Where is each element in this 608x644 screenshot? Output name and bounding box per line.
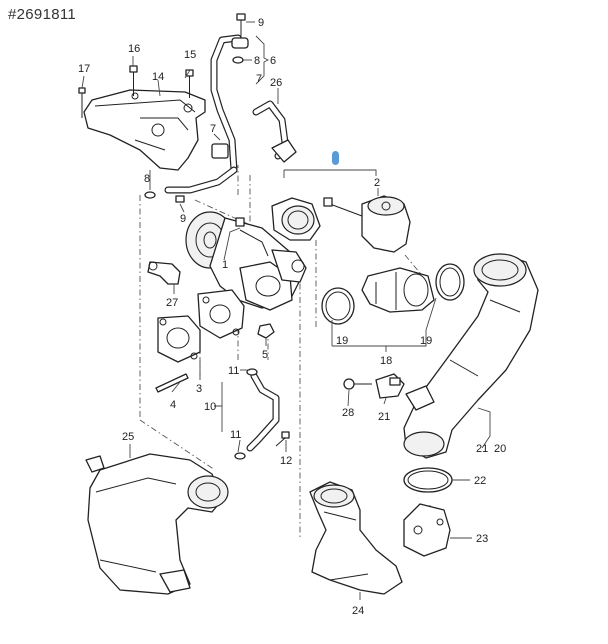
callout-12[interactable]: 12 — [280, 455, 292, 467]
seal-ring-19-left[interactable] — [321, 287, 355, 325]
seal-8-top[interactable] — [232, 56, 244, 64]
connection-piece-18[interactable] — [361, 267, 435, 313]
callout-18[interactable]: 18 — [380, 355, 392, 367]
turbocharger[interactable] — [185, 211, 307, 311]
callout-22[interactable]: 22 — [474, 475, 486, 487]
callout-26[interactable]: 26 — [270, 77, 282, 89]
leader-lines — [81, 21, 491, 600]
catalytic-converter[interactable] — [85, 453, 229, 595]
seal-ring-22[interactable] — [403, 467, 453, 493]
callout-8-left[interactable]: 8 — [144, 173, 150, 185]
callout-1[interactable]: 1 — [222, 259, 228, 271]
callout-21-sensor[interactable]: 21 — [378, 411, 390, 423]
callout-2[interactable]: 2 — [374, 177, 380, 189]
callout-10[interactable]: 10 — [204, 401, 216, 413]
callout-14[interactable]: 14 — [152, 71, 164, 83]
wastegate-actuator-27[interactable] — [147, 261, 181, 285]
stud-4[interactable] — [155, 373, 189, 393]
callout-19-left[interactable]: 19 — [336, 335, 348, 347]
pressure-sensor-21[interactable] — [375, 373, 405, 399]
recirculation-valve-2[interactable] — [323, 195, 411, 253]
intake-elbow-24[interactable] — [309, 481, 403, 595]
callout-16[interactable]: 16 — [128, 43, 140, 55]
turbo-outlet-duct[interactable] — [271, 197, 321, 241]
callout-19-right[interactable]: 19 — [420, 335, 432, 347]
seal-8-left[interactable] — [144, 191, 156, 199]
diagram-reference-number: #2691811 — [8, 6, 77, 23]
callout-11-bottom[interactable]: 11 — [230, 429, 241, 441]
callout-3[interactable]: 3 — [196, 383, 202, 395]
callout-20[interactable]: 20 — [494, 443, 506, 455]
callout-5[interactable]: 5 — [262, 349, 268, 361]
bolt-12[interactable] — [275, 431, 290, 447]
banjo-bolt-9-top[interactable] — [231, 13, 249, 49]
oil-return-pipe[interactable] — [246, 372, 280, 452]
callout-24[interactable]: 24 — [352, 605, 364, 617]
callout-28[interactable]: 28 — [342, 407, 354, 419]
callout-7-top[interactable]: 7 — [256, 73, 262, 85]
callout-8-top[interactable]: 8 — [254, 55, 260, 67]
callout-9-left[interactable]: 9 — [180, 213, 186, 225]
callout-11-top[interactable]: 11 — [228, 365, 239, 377]
bracket-23[interactable] — [403, 503, 451, 557]
nut-5[interactable] — [257, 323, 275, 339]
callout-labels: 9 8 6 7 26 7 16 15 17 14 8 9 2 1 27 3 4 … — [78, 17, 506, 617]
banjo-bolt-9-left[interactable] — [175, 195, 185, 203]
turbo-flange[interactable] — [197, 289, 245, 339]
charge-air-hose[interactable] — [403, 253, 539, 459]
bolt-16[interactable] — [129, 65, 138, 96]
coolant-pipe-26[interactable] — [252, 100, 297, 163]
callout-23[interactable]: 23 — [476, 533, 488, 545]
callout-4[interactable]: 4 — [170, 399, 176, 411]
callout-21-hose[interactable]: 21 — [476, 443, 488, 455]
callout-6[interactable]: 6 — [270, 55, 276, 67]
heat-shield[interactable] — [83, 89, 206, 171]
gasket-3[interactable] — [157, 315, 201, 363]
seal-ring-19-right[interactable] — [435, 263, 465, 301]
oil-supply-pipe[interactable] — [164, 34, 242, 194]
callout-9-top[interactable]: 9 — [258, 17, 264, 29]
seal-11-bottom[interactable] — [234, 452, 246, 460]
seal-11-top[interactable] — [246, 368, 258, 376]
callout-25[interactable]: 25 — [122, 431, 134, 443]
callout-17[interactable]: 17 — [78, 63, 90, 75]
callout-15[interactable]: 15 — [184, 49, 196, 61]
callout-27[interactable]: 27 — [166, 297, 178, 309]
highlighted-part-marker[interactable] — [332, 151, 339, 165]
callout-7-clip[interactable]: 7 — [210, 123, 216, 135]
bolt-28[interactable] — [343, 378, 372, 390]
